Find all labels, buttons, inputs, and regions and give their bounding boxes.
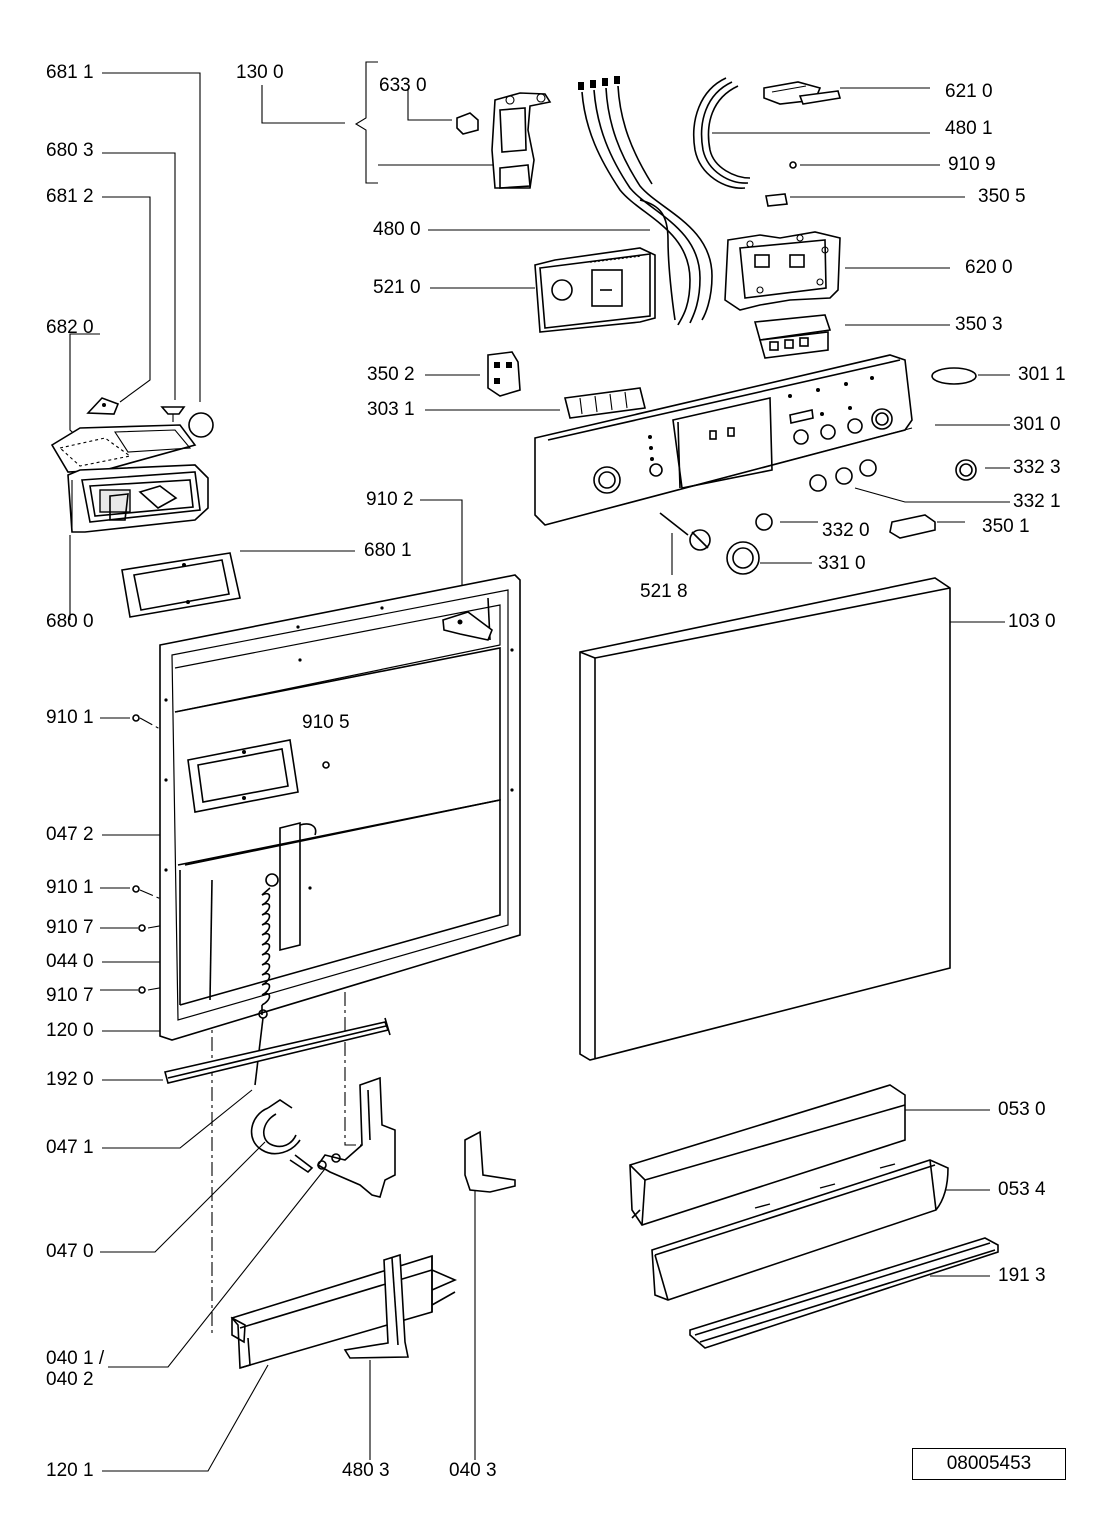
cap-681-1 <box>188 412 214 438</box>
bracket-130-0 <box>491 92 552 189</box>
part-681-2 <box>86 397 120 415</box>
label-521-0: 521 0 <box>373 277 421 298</box>
dispenser-680-0 <box>50 424 209 533</box>
connector-350-2 <box>487 351 521 397</box>
label-047-1: 047 1 <box>46 1137 94 1158</box>
control-panel-301-0 <box>534 354 913 526</box>
hinge-047-0 <box>250 1099 314 1174</box>
strip-192-0 <box>164 1017 391 1084</box>
label-040-2: 040 2 <box>46 1369 94 1390</box>
label-350-1: 350 1 <box>982 516 1030 537</box>
wiring-480-1 <box>693 77 751 189</box>
label-332-0: 332 0 <box>822 520 870 541</box>
label-910-7-lower: 910 7 <box>46 985 94 1006</box>
label-910-7-upper: 910 7 <box>46 917 94 938</box>
module-521-0 <box>534 247 656 333</box>
switch-633-0 <box>456 112 479 135</box>
knobs-332-1 <box>809 459 877 492</box>
label-480-0: 480 0 <box>373 219 421 240</box>
label-480-1: 480 1 <box>945 118 993 139</box>
inner-door-120-0 <box>159 574 521 1041</box>
label-103-0: 103 0 <box>1008 611 1056 632</box>
label-680-1: 680 1 <box>364 540 412 561</box>
label-350-2: 350 2 <box>367 364 415 385</box>
screw-910-9 <box>789 161 797 169</box>
label-301-0: 301 0 <box>1013 414 1061 435</box>
lens-301-1 <box>931 367 977 385</box>
strip-191-3 <box>689 1237 999 1349</box>
label-910-5: 910 5 <box>302 712 350 733</box>
label-680-3: 680 3 <box>46 140 94 161</box>
bracket-040-1 <box>316 1076 396 1198</box>
label-621-0: 621 0 <box>945 81 993 102</box>
label-040-3: 040 3 <box>449 1460 497 1481</box>
label-053-4: 053 4 <box>998 1179 1046 1200</box>
module-621-0 <box>763 81 842 105</box>
bracket-040-3 <box>464 1130 516 1193</box>
connector-350-5 <box>765 193 788 207</box>
label-120-1: 120 1 <box>46 1460 94 1481</box>
knob-332-3 <box>955 459 977 481</box>
label-040-1: 040 1 / <box>46 1348 105 1369</box>
sensor-521-8 <box>659 512 711 551</box>
label-301-1: 301 1 <box>1018 364 1066 385</box>
label-191-3: 191 3 <box>998 1265 1046 1286</box>
label-130-0: 130 0 <box>236 62 284 83</box>
clip-680-3 <box>160 406 186 422</box>
label-053-0: 053 0 <box>998 1099 1046 1120</box>
label-681-1: 681 1 <box>46 62 94 83</box>
label-047-0: 047 0 <box>46 1241 94 1262</box>
reference-number-box: 08005453 <box>912 1448 1066 1480</box>
label-910-1-lower: 910 1 <box>46 877 94 898</box>
wiring-480-0 <box>578 76 713 326</box>
label-303-1: 303 1 <box>367 399 415 420</box>
label-910-2: 910 2 <box>366 489 414 510</box>
bracket-480-3 <box>343 1253 409 1359</box>
knob-331-0 <box>726 541 760 575</box>
label-332-3: 332 3 <box>1013 457 1061 478</box>
switch-block-303-1 <box>564 387 646 419</box>
label-480-3: 480 3 <box>342 1460 390 1481</box>
bracket-620-0 <box>724 231 841 311</box>
label-044-0: 044 0 <box>46 951 94 972</box>
label-350-3: 350 3 <box>955 314 1003 335</box>
label-680-0: 680 0 <box>46 611 94 632</box>
profile-053-0 <box>629 1084 906 1226</box>
label-910-1-upper: 910 1 <box>46 707 94 728</box>
label-047-2: 047 2 <box>46 824 94 845</box>
label-332-1: 332 1 <box>1013 491 1061 512</box>
label-681-2: 681 2 <box>46 186 94 207</box>
knob-332-0 <box>755 513 773 531</box>
label-120-0: 120 0 <box>46 1020 94 1041</box>
gasket-680-1 <box>121 552 241 618</box>
connector-350-3 <box>753 314 832 359</box>
label-633-0: 633 0 <box>379 75 427 96</box>
label-192-0: 192 0 <box>46 1069 94 1090</box>
decor-panel-103-0 <box>579 577 951 1061</box>
label-682-0: 682 0 <box>46 317 94 338</box>
label-350-1 <box>889 514 936 539</box>
label-331-0: 331 0 <box>818 553 866 574</box>
cover-053-4 <box>651 1159 949 1301</box>
label-620-0: 620 0 <box>965 257 1013 278</box>
label-521-8: 521 8 <box>640 581 688 602</box>
label-910-9: 910 9 <box>948 154 996 175</box>
screws <box>132 714 330 994</box>
label-350-5: 350 5 <box>978 186 1026 207</box>
rail-120-1 <box>230 1254 458 1370</box>
